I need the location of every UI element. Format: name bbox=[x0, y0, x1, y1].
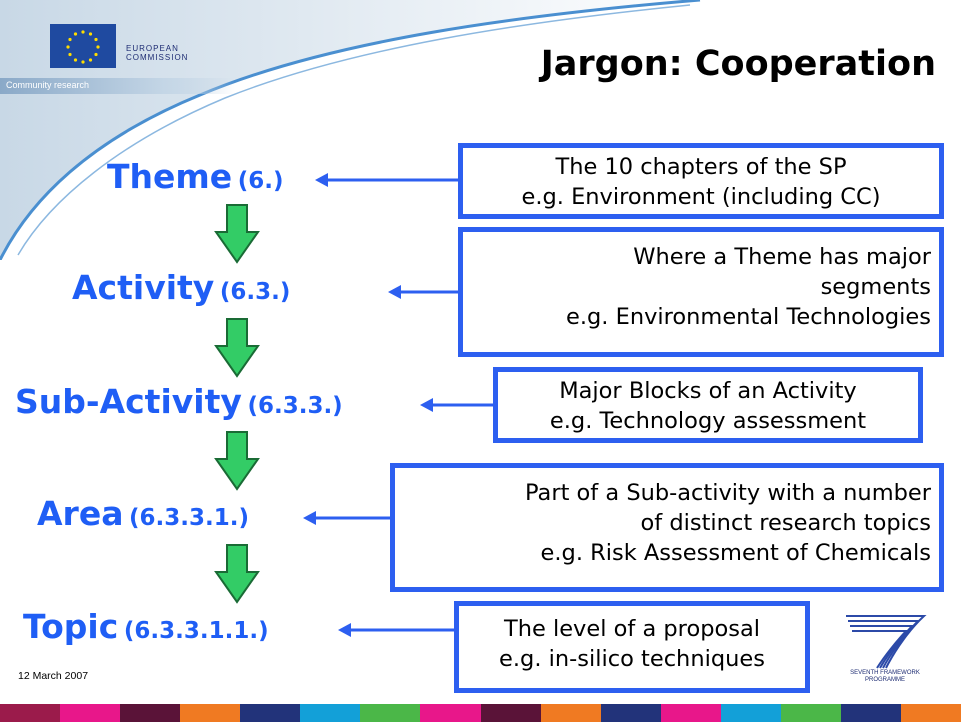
description-line: e.g. Technology assessment bbox=[549, 408, 867, 434]
down-arrow-icon bbox=[214, 318, 260, 378]
level-activity-code: (6.3.) bbox=[219, 279, 291, 305]
description-line: The level of a proposal bbox=[503, 616, 761, 642]
level-activity: Activity (6.3.) bbox=[72, 268, 290, 307]
strip-segment bbox=[300, 704, 361, 722]
strip-segment bbox=[780, 704, 841, 722]
eu-logo-line2: COMMISSION bbox=[126, 53, 189, 62]
level-area-code: (6.3.3.1.) bbox=[129, 505, 250, 531]
description-line: Part of a Sub-activity with a number bbox=[524, 480, 931, 506]
description-box-topic: The level of a proposal e.g. in-silico t… bbox=[454, 601, 810, 693]
description-line: e.g. in-silico techniques bbox=[499, 646, 765, 672]
bottom-color-strip bbox=[0, 704, 961, 722]
level-area-name: Area bbox=[37, 494, 124, 533]
community-research-strip: Community research bbox=[0, 78, 235, 94]
level-topic-code: (6.3.3.1.1.) bbox=[123, 618, 269, 644]
level-sub-activity-name: Sub-Activity bbox=[15, 382, 242, 421]
level-sub-activity-code: (6.3.3.) bbox=[247, 393, 343, 419]
left-arrow-icon bbox=[303, 511, 390, 525]
level-topic: Topic (6.3.3.1.1.) bbox=[23, 607, 269, 646]
fp7-logo-icon bbox=[846, 615, 927, 669]
description-line: e.g. Environmental Technologies bbox=[566, 304, 931, 330]
level-area: Area (6.3.3.1.) bbox=[37, 494, 249, 533]
down-arrow-icon bbox=[214, 544, 260, 604]
description-line: Where a Theme has major bbox=[633, 244, 931, 270]
strip-segment bbox=[180, 704, 241, 722]
down-arrow-icon bbox=[214, 431, 260, 491]
description-box-activity: Where a Theme has major segments e.g. En… bbox=[458, 227, 944, 357]
strip-segment bbox=[240, 704, 301, 722]
level-theme-name: Theme bbox=[107, 157, 233, 196]
description-box-area: Part of a Sub-activity with a number of … bbox=[390, 463, 944, 592]
strip-segment bbox=[120, 704, 181, 722]
level-topic-name: Topic bbox=[23, 607, 119, 646]
description-box-theme: The 10 chapters of the SP e.g. Environme… bbox=[458, 143, 944, 219]
strip-segment bbox=[360, 704, 421, 722]
left-arrow-icon bbox=[338, 623, 455, 637]
strip-segment bbox=[840, 704, 901, 722]
fp7-logo-line2: PROGRAMME bbox=[864, 677, 905, 683]
corner-decoration bbox=[0, 0, 701, 260]
description-line: of distinct research topics bbox=[640, 510, 931, 536]
description-box-sub-activity: Major Blocks of an Activity e.g. Technol… bbox=[493, 367, 923, 443]
level-activity-name: Activity bbox=[72, 268, 215, 307]
eu-logo-line1: EUROPEAN bbox=[126, 44, 179, 53]
eu-logo-text: EUROPEAN COMMISSION bbox=[126, 44, 188, 62]
level-sub-activity: Sub-Activity (6.3.3.) bbox=[15, 382, 343, 421]
left-arrow-icon bbox=[420, 398, 493, 412]
strip-segment bbox=[720, 704, 781, 722]
slide-title: Jargon: Cooperation bbox=[540, 44, 936, 84]
left-arrow-icon bbox=[388, 285, 458, 299]
strip-segment bbox=[660, 704, 721, 722]
fp7-logo-line1: SEVENTH FRAMEWORK bbox=[850, 670, 920, 676]
strip-segment bbox=[540, 704, 601, 722]
strip-segment bbox=[600, 704, 661, 722]
description-line: Major Blocks of an Activity bbox=[559, 378, 857, 404]
strip-segment bbox=[0, 704, 61, 722]
slide-date: 12 March 2007 bbox=[18, 670, 89, 682]
fp7-logo-text: SEVENTH FRAMEWORK PROGRAMME bbox=[826, 670, 944, 684]
description-line: e.g. Environment (including CC) bbox=[521, 184, 881, 210]
strip-segment bbox=[480, 704, 541, 722]
strip-segment bbox=[60, 704, 121, 722]
strip-segment bbox=[900, 704, 961, 722]
level-theme: Theme (6.) bbox=[107, 157, 284, 196]
strip-segment bbox=[420, 704, 481, 722]
description-line: The 10 chapters of the SP bbox=[555, 154, 847, 180]
level-theme-code: (6.) bbox=[237, 168, 284, 194]
community-research-label: Community research bbox=[6, 80, 90, 90]
description-line: e.g. Risk Assessment of Chemicals bbox=[540, 540, 931, 566]
description-line: segments bbox=[820, 274, 931, 300]
eu-flag-icon bbox=[50, 24, 116, 68]
